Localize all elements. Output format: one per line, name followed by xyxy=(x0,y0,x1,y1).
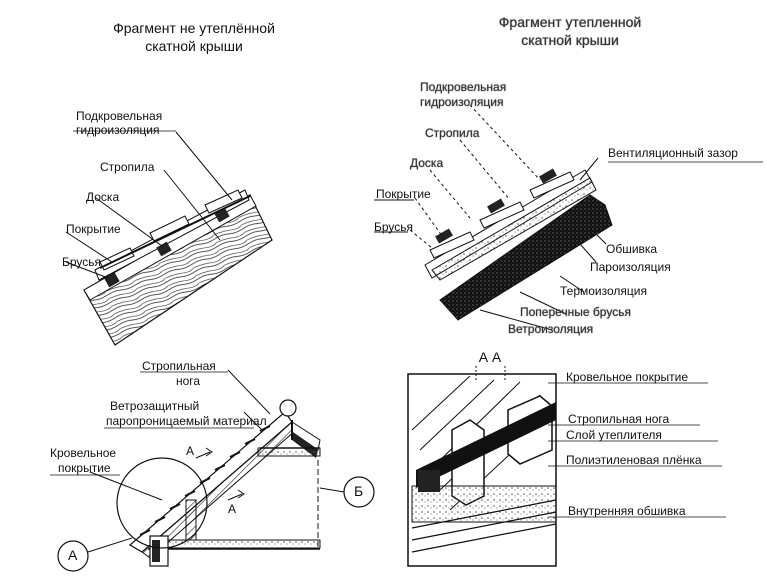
label-insulation-detail: Слой утеплителя xyxy=(566,428,662,442)
label-rafter-detail: Стропильная нога xyxy=(568,412,670,426)
roof-section-drawing xyxy=(50,369,375,572)
section-aa-label: А А xyxy=(478,349,502,365)
label-ins-hydro-line1: Подкровельная xyxy=(420,80,507,94)
label-board: Доска xyxy=(86,190,120,204)
label-ins-hydro-line2: гидроизоляция xyxy=(420,95,504,109)
section-arrow-a-upper: А xyxy=(186,444,195,458)
label-pe-film-detail: Полиэтиленовая плёнка xyxy=(566,453,702,467)
label-vapor: Пароизоляция xyxy=(590,260,671,274)
label-cross-battens: Поперечные брусья xyxy=(520,305,631,319)
label-ins-battens: Брусья xyxy=(374,220,414,234)
label-covering: Покрытие xyxy=(66,222,121,236)
label-vent-gap: Вентиляционный зазор xyxy=(608,146,738,160)
insulated-title-line2: скатной крыши xyxy=(521,32,619,48)
label-membrane-line1: Ветрозащитный xyxy=(110,399,200,413)
uninsulated-title-line2: скатной крыши xyxy=(145,38,243,54)
insulated-title-line1: Фрагмент утепленной xyxy=(498,14,642,30)
label-wind: Ветроизоляция xyxy=(508,322,594,336)
label-battens: Брусья xyxy=(62,255,102,269)
label-ins-rafter: Стропила xyxy=(425,126,480,140)
label-roof-covering-line2: покрытие xyxy=(58,461,111,475)
uninsulated-title-line1: Фрагмент не утеплённой xyxy=(113,20,275,36)
label-ins-covering: Покрытие xyxy=(376,187,431,201)
label-roof-covering-detail: Кровельное покрытие xyxy=(566,370,689,384)
label-hydro-line2: гидроизоляция xyxy=(76,123,160,137)
label-rafter-leg-line2: нога xyxy=(176,374,201,388)
marker-b-label: Б xyxy=(354,483,364,499)
label-ins-board: Доска xyxy=(410,156,444,170)
label-membrane-line2: паропроницаемый материал xyxy=(106,414,267,428)
section-detail-drawing xyxy=(407,366,726,567)
section-arrow-a-lower: А xyxy=(228,502,237,516)
insulated-roof-drawing xyxy=(374,104,763,331)
label-thermal: Термоизоляция xyxy=(560,284,647,298)
label-inner-lining-detail: Внутренняя обшивка xyxy=(568,504,686,518)
label-sheathing: Обшивка xyxy=(606,242,658,256)
label-rafter: Стропила xyxy=(100,160,155,174)
uninsulated-roof-drawing xyxy=(65,130,273,346)
label-roof-covering-line1: Кровельное xyxy=(50,446,117,460)
label-hydro-line1: Подкровельная xyxy=(76,109,163,123)
marker-a-label: А xyxy=(68,547,78,563)
label-rafter-leg-line1: Стропильная xyxy=(142,359,216,373)
